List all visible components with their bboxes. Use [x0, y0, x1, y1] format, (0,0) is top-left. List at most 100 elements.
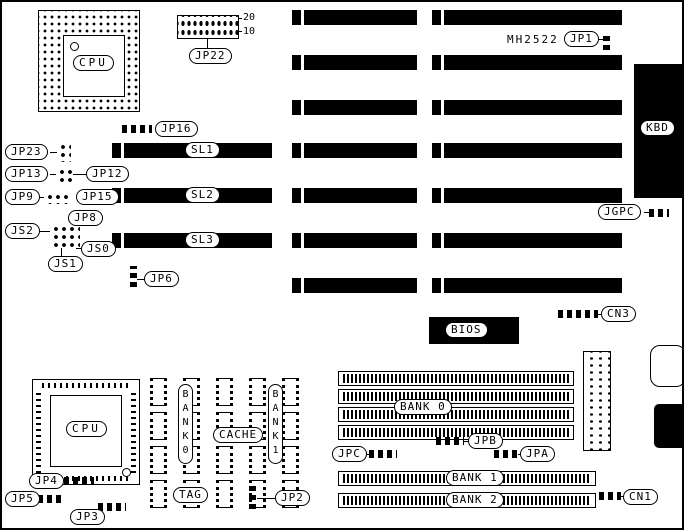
jumper-label-jp8: JP8: [68, 210, 103, 226]
slot-label-sl3: SL3: [185, 232, 220, 248]
cpu-chip-label: CPU: [66, 421, 107, 437]
isa-slot-bar: [432, 233, 622, 248]
jp1-pins: [603, 33, 610, 50]
leader-line: [137, 279, 144, 280]
sram-chip: [150, 446, 167, 474]
jp22-tick-top: [238, 18, 242, 19]
js-jumper-block-pins: [50, 223, 80, 247]
kbd-label: KBD: [640, 120, 675, 136]
sram-chip: [216, 480, 233, 508]
jp5-pins: [38, 495, 62, 503]
jumper-label-jp2: JP2: [275, 490, 310, 506]
cpu-socket: CPU: [38, 10, 140, 112]
memory-bank1-label: BANK 1: [446, 470, 504, 486]
cn3-pins: [558, 310, 598, 318]
leader-line: [599, 39, 603, 40]
jp22-header-pins: [177, 15, 239, 39]
cpu-chip: CPU: [32, 379, 140, 485]
leader-line: [50, 152, 57, 153]
sram-chip: [249, 446, 266, 474]
cn1-pins: [599, 492, 621, 500]
sram-chip: [282, 446, 299, 474]
simm-socket: [338, 371, 574, 386]
slot-label-sl1: SL1: [185, 142, 220, 158]
jpa-pins: [494, 450, 518, 458]
jp2-pins: [249, 486, 256, 509]
connector-label-cn1: CN1: [623, 489, 658, 505]
jp22-pin10-label: 10: [243, 26, 256, 37]
leader-line: [73, 174, 86, 175]
jumper-label-jp12: JP12: [86, 166, 129, 182]
jumper-label-jp13: JP13: [5, 166, 48, 182]
leader-line: [644, 212, 649, 213]
leader-line: [39, 197, 44, 198]
jp3-pins: [98, 503, 126, 511]
memory-bank0-label: BANK 0: [394, 399, 452, 415]
simm-socket: [338, 389, 574, 404]
jumper-label-jp23: JP23: [5, 144, 48, 160]
isa-slot-bar: [432, 188, 622, 203]
jumper-label-jp15: JP15: [76, 189, 119, 205]
isa-slot-bar: [432, 55, 622, 70]
sram-chip: [249, 378, 266, 406]
jumper-label-js2: JS2: [5, 223, 40, 239]
jp22-tick-bottom: [238, 31, 242, 32]
sram-chip: [150, 378, 167, 406]
din-connector: [654, 404, 682, 448]
jp23-pins: [57, 141, 71, 162]
jumper-label-jp6: JP6: [144, 271, 179, 287]
external-connector: [650, 345, 682, 387]
jp4-pins: [64, 477, 94, 485]
jumper-label-jp5: JP5: [5, 491, 40, 507]
connector-label-jgpc: JGPC: [598, 204, 641, 220]
jumper-label-jp3: JP3: [70, 509, 105, 525]
slot-label-sl2: SL2: [185, 187, 220, 203]
isa-slot-bar: [292, 143, 417, 158]
tag-label: TAG: [173, 487, 208, 503]
jgpc-pins: [649, 209, 669, 217]
cpu-leads-top: [42, 383, 130, 388]
jpb-pins: [436, 437, 464, 445]
jumper-label-js1: JS1: [48, 256, 83, 272]
isa-slot-bar: [292, 55, 417, 70]
jpc-pins: [369, 450, 397, 458]
jp13-jp12-pins: [56, 166, 72, 182]
leader-line: [50, 174, 56, 175]
isa-slot-bar: [432, 143, 622, 158]
board-model-text: MH2522: [507, 33, 559, 46]
sram-chip: [150, 412, 167, 440]
leader-line: [598, 314, 601, 315]
leader-line: [366, 454, 369, 455]
sram-chip: [216, 378, 233, 406]
memory-bank2-label: BANK 2: [446, 492, 504, 508]
cpu-leads-right: [131, 391, 136, 473]
jumper-label-jpa: JPA: [520, 446, 555, 462]
sram-chip: [282, 412, 299, 440]
cache-bank0-label: BANK0: [178, 384, 193, 464]
sram-chip: [216, 446, 233, 474]
simm-socket: [338, 407, 574, 422]
cpu-pin1-marker-icon: [70, 42, 79, 51]
leader-line: [76, 248, 81, 249]
leader-line: [61, 248, 62, 256]
jp9-jp15-pins: [44, 191, 72, 204]
cache-bank1-label: BANK1: [268, 384, 283, 464]
sram-chip: [282, 378, 299, 406]
leader-line: [518, 454, 520, 455]
isa-slot-bar: [432, 100, 622, 115]
isa-slot-bar: [292, 188, 417, 203]
isa-slot-bar: [432, 278, 622, 293]
isa-slot-bar: [292, 278, 417, 293]
isa-slot-bar: [292, 100, 417, 115]
bios-label: BIOS: [445, 322, 488, 338]
jp6-pins: [130, 266, 137, 287]
cache-label: CACHE: [213, 427, 264, 443]
leader-line: [464, 441, 468, 442]
jp16-pins: [122, 125, 152, 133]
jumper-label-jp4: JP4: [29, 473, 64, 489]
jumper-label-jp9: JP9: [5, 189, 40, 205]
jp22-pin20-label: 20: [243, 12, 256, 23]
leader-line: [207, 38, 208, 48]
jumper-label-jp22: JP22: [189, 48, 232, 64]
cpu-chip-pin1-marker-icon: [122, 468, 131, 477]
